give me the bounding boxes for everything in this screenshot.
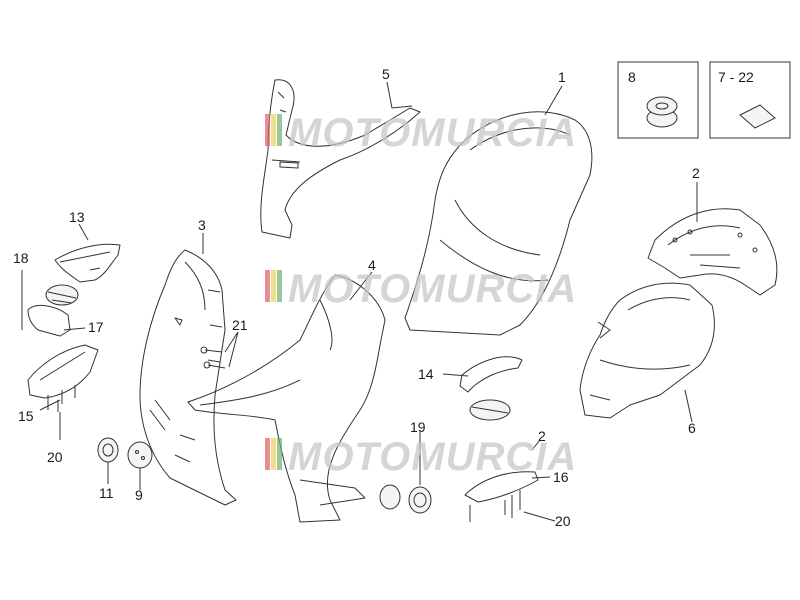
callout-15: 15 xyxy=(18,408,34,424)
part-11-grommet xyxy=(97,437,119,463)
inset-label-8: 8 xyxy=(628,69,636,85)
callout-5: 5 xyxy=(382,66,390,82)
callout-3: 3 xyxy=(198,217,206,233)
callout-17: 17 xyxy=(88,319,104,335)
callout-19: 19 xyxy=(410,419,426,435)
callout-13: 13 xyxy=(69,209,85,225)
leader-lines xyxy=(21,81,698,522)
watermark-text-middle: MOTOMURCIA xyxy=(288,267,577,311)
inset-label-7-22: 7 - 22 xyxy=(718,69,754,85)
part-13-mirror-cover xyxy=(54,243,121,283)
part-16-indicator-housing xyxy=(464,471,539,503)
watermark-middle: MOTOMURCIA xyxy=(265,267,577,311)
part-2-headlight-frame xyxy=(647,208,778,296)
callout-2: 2 xyxy=(692,165,700,181)
part-18-indicator-bulb xyxy=(45,284,79,306)
part-14-lens-strip xyxy=(459,356,523,393)
screw-group-20-left xyxy=(47,385,76,412)
watermark-top: MOTOMURCIA xyxy=(265,111,577,155)
callout-16: 16 xyxy=(553,469,569,485)
part-17-indicator-lens xyxy=(27,304,71,337)
callout-11: 11 xyxy=(99,485,114,501)
plug-pair xyxy=(379,484,432,514)
callout-6: 6 xyxy=(688,420,696,436)
callout-2-partial: 2 xyxy=(538,428,546,444)
part-9-cap xyxy=(127,441,153,469)
part-15-indicator-housing xyxy=(27,344,99,399)
inset-box-7-22: 7 - 22 xyxy=(709,61,791,139)
callout-21: 21 xyxy=(232,317,248,333)
screw-group-20-right xyxy=(469,490,521,522)
part-6-front-cover xyxy=(579,282,715,419)
part-5-upper-shield xyxy=(260,79,421,239)
callout-4: 4 xyxy=(368,257,376,273)
part-19-indicator-bulb xyxy=(469,399,511,421)
watermark-text-bottom: MOTOMURCIA xyxy=(288,435,577,479)
inset-box-8: 8 xyxy=(617,61,699,139)
part-3-side-panel xyxy=(139,249,237,506)
callout-labels: 1 2 3 4 5 6 9 11 13 14 15 16 17 18 19 20… xyxy=(13,66,700,529)
callout-20-left: 20 xyxy=(47,449,63,465)
callout-18: 18 xyxy=(13,250,29,266)
callout-14: 14 xyxy=(418,366,434,382)
callout-1: 1 xyxy=(558,69,566,85)
callout-20-right: 20 xyxy=(555,513,571,529)
watermark-text-top: MOTOMURCIA xyxy=(288,111,577,155)
part-21-screws xyxy=(200,346,226,369)
part-1-front-shield xyxy=(404,111,593,336)
callout-9: 9 xyxy=(135,487,143,503)
part-4-leg-shield xyxy=(187,274,386,523)
watermark-bottom: MOTOMURCIA xyxy=(265,435,577,479)
